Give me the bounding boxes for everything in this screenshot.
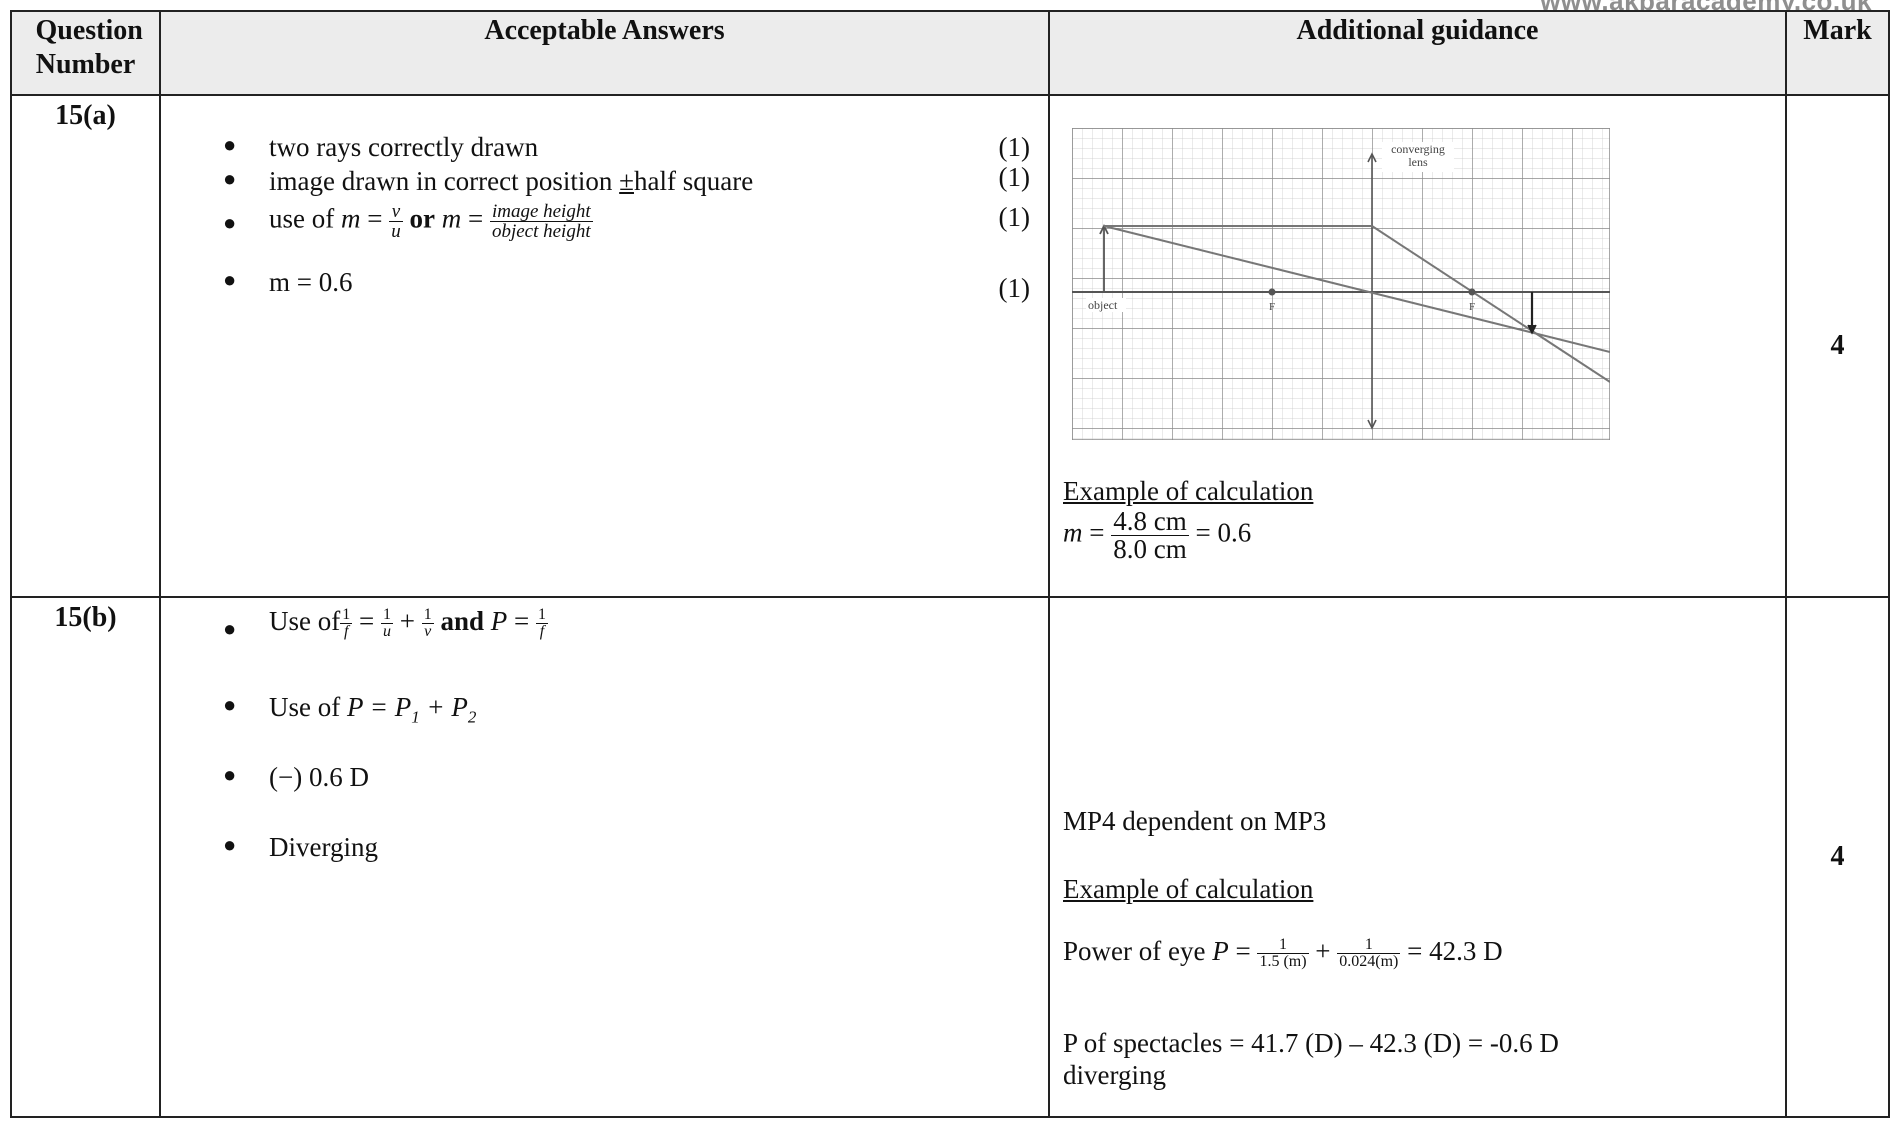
answer-score: (1)	[998, 132, 1030, 162]
header-acceptable-answers: Acceptable Answers	[159, 10, 1050, 96]
lens-arrow-up	[1367, 152, 1377, 163]
focal-label-left: F	[1269, 301, 1275, 313]
answer-text: m = 0.6	[269, 267, 353, 297]
guidance-cell: MP4 dependent on MP3 Example of calculat…	[1048, 596, 1787, 1118]
bullet-icon: ●	[223, 267, 237, 292]
example-heading: Example of calculation	[1063, 874, 1314, 904]
ray-through-focus	[1371, 225, 1610, 383]
formula-part: + P	[419, 692, 468, 722]
focal-label-right: F	[1469, 301, 1475, 313]
focal-point-left	[1268, 288, 1276, 296]
answer-text-part: image drawn in correct position	[269, 166, 620, 196]
focal-point-right	[1468, 288, 1476, 296]
guidance-cell: converging lens object F F Example of ca…	[1048, 94, 1787, 598]
table-row-15a: 15(a) ● two rays correctly drawn (1) ● i…	[10, 94, 1890, 598]
header-additional-guidance: Additional guidance	[1048, 10, 1787, 96]
answer-text: (−) 0.6 D	[269, 762, 369, 792]
bullet-icon: ●	[223, 166, 237, 191]
lens-arrow-down	[1367, 419, 1377, 430]
question-number-cell: 15(b)	[10, 596, 161, 1118]
answer-text: two rays correctly drawn	[269, 132, 539, 162]
mark-cell: 4	[1785, 596, 1890, 1118]
ray-diagram: converging lens object F F	[1072, 128, 1610, 440]
image-arrow-head	[1527, 324, 1537, 335]
answer-score: (1)	[998, 273, 1030, 303]
bullet-icon: ●	[223, 616, 237, 641]
calc-result: = 0.6	[1195, 517, 1252, 548]
answer-text-part: half square	[633, 166, 754, 196]
example-heading: Example of calculation	[1063, 476, 1314, 506]
lens-label: converging	[1391, 142, 1445, 156]
answer-score: (1)	[998, 202, 1030, 232]
answer-text: image drawn in correct position ±half sq…	[269, 166, 753, 197]
spectacles-conclusion: diverging	[1063, 1060, 1166, 1090]
mark-cell: 4	[1785, 94, 1890, 598]
subscript-2: 2	[467, 707, 477, 727]
power-prefix: Power of eye	[1063, 936, 1213, 966]
ray-through-centre	[1103, 225, 1610, 353]
plus-minus-sign: ±	[619, 166, 634, 196]
header-mark: Mark	[1785, 10, 1890, 96]
lens-label-bg	[1382, 142, 1454, 172]
answer-text-part: Use of	[269, 692, 347, 722]
answer-text-part: Use of	[269, 606, 341, 636]
header-row: Question Number Acceptable Answers Addit…	[10, 10, 1890, 96]
lens-label-2: lens	[1408, 155, 1428, 169]
object-label-bg	[1086, 298, 1126, 312]
object-label: object	[1088, 298, 1118, 312]
answer-score: (1)	[998, 162, 1030, 192]
mark-scheme-table: Question Number Acceptable Answers Addit…	[10, 10, 1890, 1118]
answer-text: Diverging	[269, 832, 378, 862]
or-text: or	[409, 203, 435, 234]
spectacles-calc: P of spectacles = 41.7 (D) – 42.3 (D) = …	[1063, 1028, 1559, 1058]
answer-text: Use of P = P1 + P2	[269, 692, 476, 727]
bullet-icon: ●	[223, 762, 237, 787]
question-number-cell: 15(a)	[10, 94, 161, 598]
and-text: and	[440, 606, 484, 636]
dependency-note: MP4 dependent on MP3	[1063, 806, 1327, 836]
answers-cell: ● two rays correctly drawn (1) ● image d…	[159, 94, 1050, 598]
bullet-icon: ●	[223, 832, 237, 857]
bullet-icon: ●	[223, 132, 237, 157]
answer-text-part: use of	[269, 203, 341, 234]
header-question-number: Question Number	[10, 10, 161, 96]
bullet-icon: ●	[223, 210, 237, 235]
power-result: = 42.3 D	[1407, 936, 1503, 966]
header-question-number-text: Question Number	[35, 15, 143, 80]
formula-part: P = P	[346, 692, 412, 722]
bullet-icon: ●	[223, 692, 237, 717]
subscript-1: 1	[411, 707, 420, 727]
